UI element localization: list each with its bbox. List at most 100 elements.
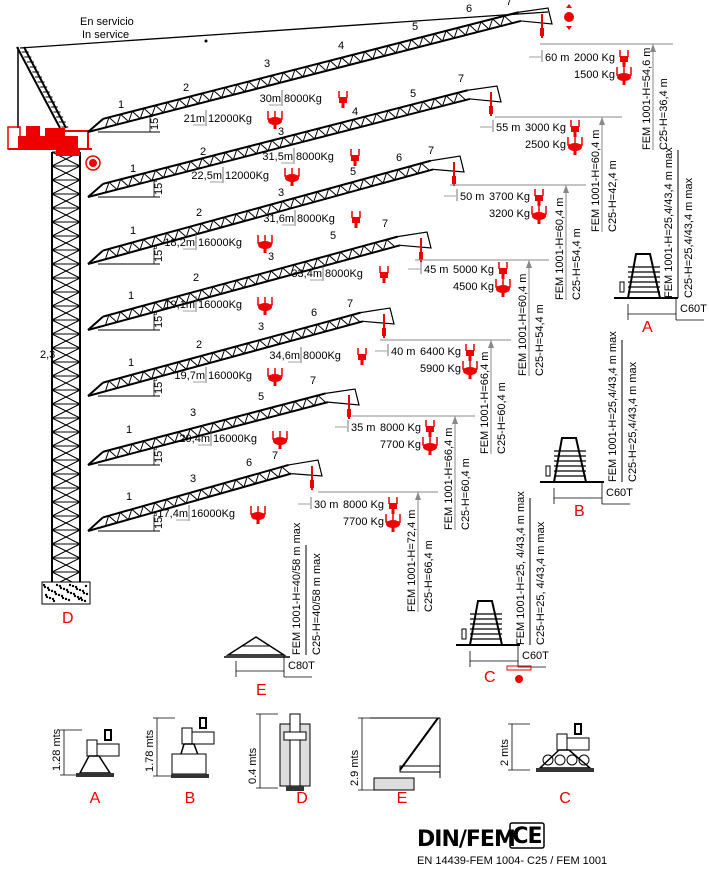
- jib-lacing: [232, 416, 238, 428]
- jib-lacing: [325, 60, 331, 72]
- jib-lacing: [104, 380, 110, 392]
- jib-lacing: [341, 57, 350, 66]
- hook: [341, 103, 345, 108]
- jib-lacing: [201, 289, 210, 298]
- ground: [76, 773, 114, 777]
- hook: [391, 527, 395, 532]
- jib-lacing: [139, 239, 144, 250]
- jib-lacing: [189, 428, 199, 437]
- hook-block: [273, 437, 287, 445]
- jib-lacing: [243, 343, 249, 354]
- jib-lacing: [282, 404, 292, 413]
- hook: [290, 181, 294, 186]
- ballast-label: C60T: [680, 303, 707, 315]
- jib-lacing: [128, 111, 133, 122]
- hook-block: [386, 520, 400, 528]
- jib-lacing: [278, 201, 283, 212]
- concrete-texture: [61, 596, 65, 600]
- height-arrow-head: [452, 416, 458, 424]
- jib-lacing: [128, 308, 133, 320]
- concrete-texture: [72, 592, 76, 596]
- hook-block: [351, 155, 359, 161]
- hook-block-2fall-icon: [534, 189, 544, 206]
- jib-lacing: [209, 90, 215, 101]
- jib-lacing: [166, 434, 176, 443]
- counter: [104, 729, 112, 741]
- footing-A: [614, 150, 704, 321]
- hook-block: [268, 117, 282, 125]
- footing-C: [456, 498, 546, 668]
- jib-lacing: [293, 197, 303, 206]
- tip-load-4fall: 4500 Kg: [453, 281, 494, 293]
- height-c25: C25-H=54,4 m: [534, 304, 546, 376]
- jib-lacing: [386, 172, 396, 181]
- hook-block-2fall-icon: [357, 348, 367, 365]
- jib-lacing: [383, 45, 389, 57]
- concrete-texture: [73, 594, 77, 598]
- ballast-label: C80T: [288, 660, 315, 672]
- jib-lacing: [279, 137, 284, 148]
- slewing-ring-icon: [85, 155, 101, 171]
- jib-lacing: [232, 346, 237, 357]
- mast-diagonal: [51, 403, 81, 419]
- jib-lacing: [255, 207, 260, 219]
- concrete-texture: [82, 591, 86, 595]
- jib-lacing: [243, 277, 249, 288]
- jib-configuration: [87, 7, 673, 150]
- footing-height-c25: C25-H=25,4/43,4 m max: [683, 177, 695, 298]
- jib-lacing: [399, 107, 408, 116]
- detail-type-label: B: [185, 790, 196, 807]
- jib-lacing: [128, 443, 133, 455]
- hook-block: [258, 241, 272, 249]
- jib-lacing: [305, 398, 315, 407]
- jib-lacing: [232, 84, 238, 95]
- hook-block: [568, 143, 582, 151]
- jib-lacing: [174, 229, 179, 241]
- jib-lacing: [271, 407, 280, 416]
- slewing-ring: [56, 150, 80, 156]
- jib-lacing: [364, 116, 374, 125]
- jib-lacing: [294, 134, 304, 143]
- jib-lacing: [131, 443, 141, 452]
- jib-lacing: [108, 181, 118, 190]
- jib-lacing: [174, 99, 180, 110]
- jib-lacing: [131, 175, 141, 184]
- jib-lacing: [232, 149, 238, 160]
- mast-diagonal: [51, 557, 81, 573]
- jib-lacing: [317, 395, 327, 403]
- jib-lacing: [166, 499, 175, 507]
- hook: [573, 132, 577, 137]
- load-radius: 31,6m: [263, 213, 294, 225]
- jib-lacing: [351, 181, 361, 190]
- jib-lacing: [162, 499, 167, 510]
- jib-lacing: [430, 98, 435, 110]
- hook-block-2fall-icon: [351, 211, 361, 228]
- jib-lacing: [197, 223, 202, 235]
- jib-lacing: [143, 172, 153, 181]
- jib-lacing: [131, 242, 141, 251]
- ballast-label: C60T: [606, 487, 633, 499]
- jib-lacing: [151, 437, 156, 449]
- jib-lacing: [316, 191, 326, 200]
- tip-hook: [419, 252, 423, 260]
- hook-block-2fall-icon: [388, 497, 398, 514]
- jib-lacing: [108, 116, 118, 125]
- pendant-joint: [204, 39, 208, 43]
- jib-lacing: [371, 175, 376, 187]
- concrete-texture: [48, 596, 52, 600]
- height-c25: C25-H=60,4 m: [496, 382, 508, 454]
- jib-section-number: 1: [130, 225, 136, 237]
- jib-section-number: 2: [196, 207, 202, 219]
- concrete-texture: [76, 595, 80, 599]
- ballast-wheel: [566, 754, 578, 766]
- jib-lacing: [270, 204, 280, 213]
- concrete-texture: [62, 587, 66, 591]
- jib-lacing: [278, 333, 283, 345]
- jib-lacing: [374, 175, 384, 184]
- jib-section-number: 5: [412, 21, 418, 33]
- detail-E: [358, 717, 441, 791]
- jib-lacing: [271, 75, 281, 84]
- concrete-texture: [85, 592, 89, 596]
- jib-lacing: [305, 194, 314, 203]
- jib-lacing: [453, 92, 459, 104]
